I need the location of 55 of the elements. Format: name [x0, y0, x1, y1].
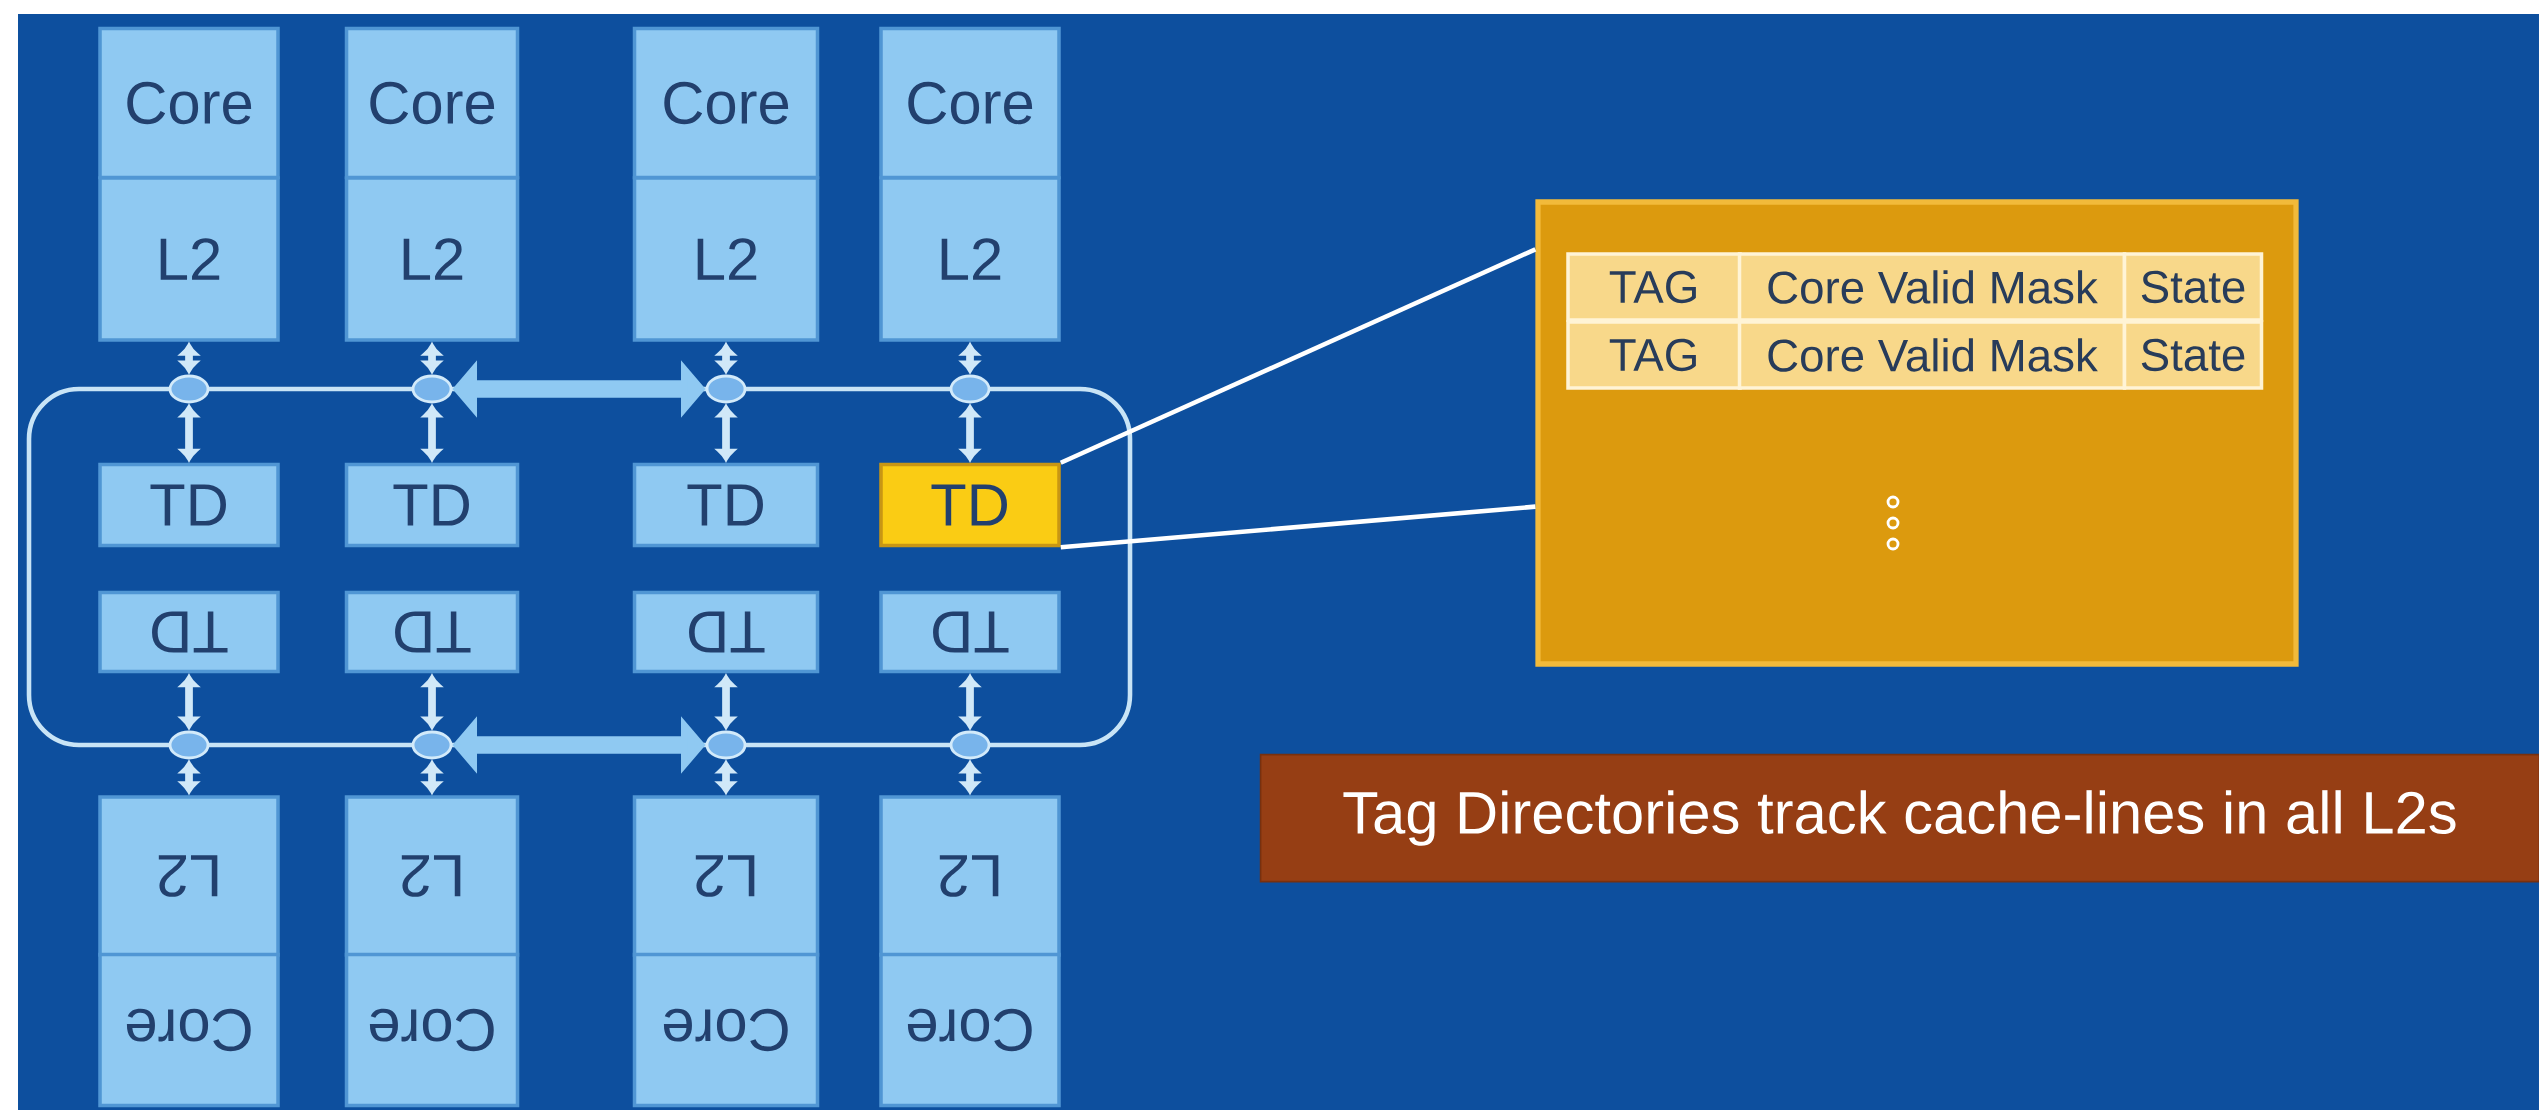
tag-directory-box: TD — [344, 462, 520, 548]
leader-line — [1059, 247, 1537, 465]
double-arrow — [716, 404, 736, 462]
double-arrow — [960, 674, 980, 730]
ring-stop — [949, 730, 991, 760]
core-box: Core — [879, 952, 1061, 1108]
double-arrow — [179, 343, 199, 374]
table-cell: TAG — [1566, 252, 1742, 322]
cache-box: L2 — [98, 176, 280, 342]
leader-line — [1060, 504, 1536, 550]
double-arrow — [179, 404, 199, 462]
ring-stop — [411, 374, 453, 404]
cache-box: L2 — [98, 795, 280, 957]
double-arrow — [179, 760, 199, 794]
core-box: Core — [98, 952, 280, 1108]
tag-directory-box: TD — [879, 590, 1061, 674]
tag-directory-box: TD — [632, 462, 820, 548]
double-arrow — [422, 674, 442, 730]
ring-stop — [705, 730, 747, 760]
double-arrow — [422, 404, 442, 462]
double-arrow — [716, 343, 736, 374]
cache-box: L2 — [344, 176, 520, 342]
tag-directory-box: TD — [98, 462, 280, 548]
core-box: Core — [98, 26, 280, 180]
caption-banner: Tag Directories track cache-lines in all L2s — [1259, 753, 2539, 883]
core-box: Core — [879, 26, 1061, 180]
double-arrow — [422, 343, 442, 374]
double-arrow — [179, 674, 199, 730]
cache-box: L2 — [632, 795, 820, 957]
double-arrow — [960, 760, 980, 794]
double-arrow — [960, 404, 980, 462]
cache-box: L2 — [879, 795, 1061, 957]
table-cell: TAG — [1566, 320, 1742, 390]
cache-box: L2 — [879, 176, 1061, 342]
core-box: Core — [632, 952, 820, 1108]
core-box: Core — [344, 26, 520, 180]
tag-directory-box: TD — [98, 590, 280, 674]
double-arrow — [960, 343, 980, 374]
core-box: Core — [632, 26, 820, 180]
tag-directory-box: TD — [344, 590, 520, 674]
tag-directory-box: TD — [879, 462, 1061, 548]
ring-stop — [705, 374, 747, 404]
double-arrow — [422, 760, 442, 794]
table-cell: State — [2122, 320, 2264, 390]
ring-stop — [168, 730, 210, 760]
core-box: Core — [344, 952, 520, 1108]
ring-stop — [949, 374, 991, 404]
ring-stop — [168, 374, 210, 404]
double-arrow — [716, 674, 736, 730]
cache-box: L2 — [344, 795, 520, 957]
ring-stop — [411, 730, 453, 760]
cache-box: L2 — [632, 176, 820, 342]
double-arrow — [716, 760, 736, 794]
tag-directory-box: TD — [632, 590, 820, 674]
table-cell: State — [2122, 252, 2264, 322]
